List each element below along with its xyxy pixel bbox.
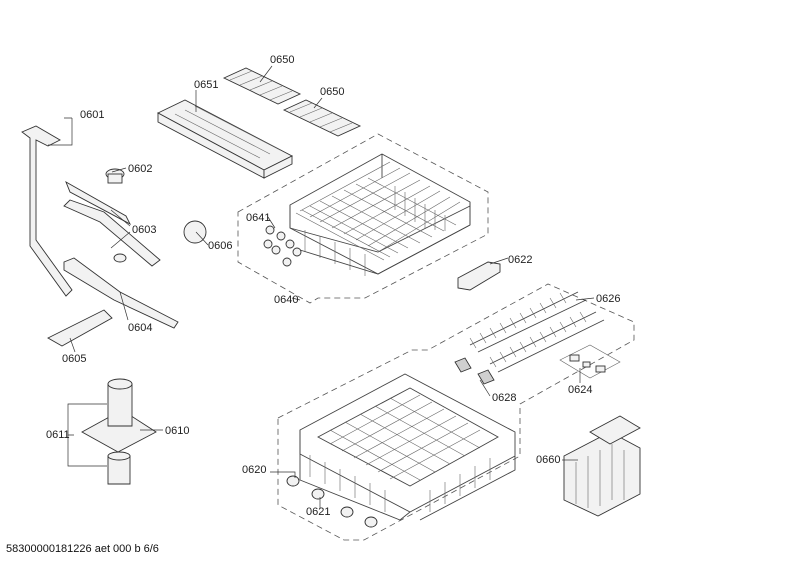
label-0610: 0610 <box>165 425 189 437</box>
lower-basket-wheels-0621 <box>286 475 378 528</box>
lower-spray-arm-0604 <box>63 257 179 329</box>
label-0624: 0624 <box>568 384 592 396</box>
tine-racks-0626 <box>469 291 605 373</box>
nozzle-0602 <box>105 168 125 184</box>
round-filter-0606 <box>183 220 207 244</box>
label-0604: 0604 <box>128 322 152 334</box>
cylinder-filter-0611 <box>107 451 131 485</box>
cutlery-tray-0651 <box>157 99 293 179</box>
supply-pipe-0601 <box>21 125 73 297</box>
cutlery-basket-0660 <box>563 415 641 517</box>
label-0611: 0611 <box>46 429 70 441</box>
label-0601: 0601 <box>80 109 104 121</box>
label-0640: 0640 <box>274 294 298 306</box>
label-0602: 0602 <box>128 163 152 175</box>
upper-spray-arm-0603 <box>63 180 161 267</box>
upper-basket-illustration <box>289 153 471 276</box>
label-0621: 0621 <box>306 506 330 518</box>
document-code: 58300000181226 aet 000 b 6/6 <box>6 543 159 555</box>
label-0651: 0651 <box>194 79 218 91</box>
label-0660: 0660 <box>536 454 560 466</box>
label-0606: 0606 <box>208 240 232 252</box>
upper-basket-clips-0641 <box>263 225 302 267</box>
brackets-0628 <box>454 357 495 385</box>
basket-handle-0622 <box>457 261 501 291</box>
label-0650-right: 0650 <box>320 86 344 98</box>
cup-rack-0650-right <box>282 99 362 137</box>
filter-plate-0610 <box>81 378 157 453</box>
label-0620: 0620 <box>242 464 266 476</box>
lower-basket-boundary <box>277 283 635 541</box>
label-0605: 0605 <box>62 353 86 365</box>
cup-rack-0650-left <box>222 67 302 105</box>
label-0650-left: 0650 <box>270 54 294 66</box>
label-0622: 0622 <box>508 254 532 266</box>
label-0628: 0628 <box>492 392 516 404</box>
label-0641: 0641 <box>246 212 270 224</box>
part-labels: 0601 0602 0603 0604 0605 0606 0610 0611 … <box>46 54 620 518</box>
label-0603: 0603 <box>132 224 156 236</box>
leader-lines <box>48 65 595 508</box>
lower-basket-illustration <box>299 373 516 521</box>
label-0626: 0626 <box>596 293 620 305</box>
spray-arm-cap-0605 <box>47 309 113 347</box>
upper-basket-boundary <box>237 133 489 304</box>
rack-clips-0624 <box>559 344 621 379</box>
